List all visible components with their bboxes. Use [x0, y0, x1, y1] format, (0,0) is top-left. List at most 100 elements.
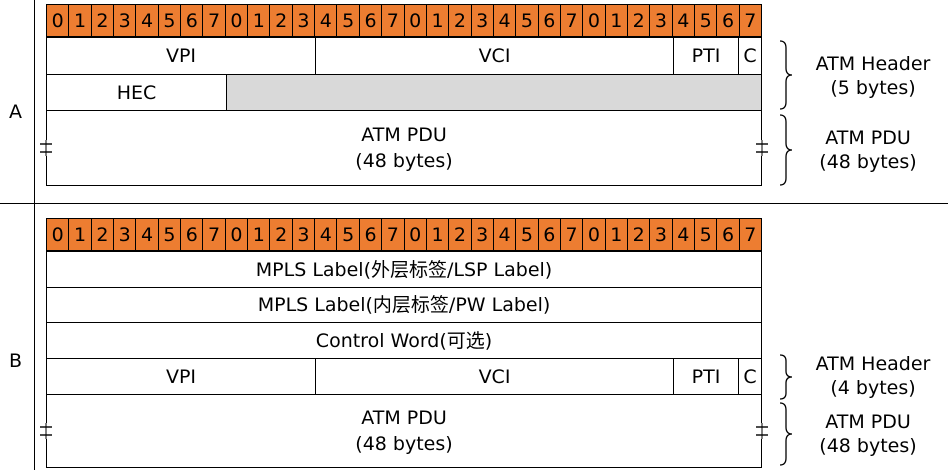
bit-cell: 3	[471, 219, 494, 250]
atm-pdu-label-b: ATM PDU (48 bytes)	[819, 411, 917, 457]
break-marker-a-left	[40, 140, 52, 156]
bit-cell: 5	[158, 5, 182, 36]
bit-cell: 0	[404, 5, 427, 36]
bit-cell: 0	[225, 219, 249, 250]
bit-cell: 5	[158, 219, 182, 250]
bit-cell: 2	[270, 5, 293, 36]
pti-field: PTI	[673, 358, 739, 395]
header-brace-b	[779, 354, 793, 400]
hec-unused-area	[226, 74, 762, 111]
left-vertical-divider	[34, 0, 35, 470]
bit-cell: 6	[717, 5, 740, 36]
bit-cell: 4	[315, 219, 338, 250]
bit-cell: 4	[672, 219, 695, 250]
atm-pdu-a: ATM PDU (48 bytes)	[46, 110, 762, 186]
bit-cell: 1	[426, 219, 450, 250]
break-marker-a-right	[756, 140, 768, 156]
vci-field: VCI	[315, 37, 674, 75]
bit-cell: 6	[181, 219, 204, 250]
bit-cell: 5	[516, 5, 539, 36]
bit-cell: 3	[650, 219, 673, 250]
bit-cell: 6	[538, 219, 561, 250]
bit-cell: 1	[605, 219, 628, 250]
bit-cell: 7	[560, 219, 584, 250]
bit-cell: 1	[248, 5, 271, 36]
bit-cell: 0	[47, 219, 70, 250]
bit-cell: 1	[605, 5, 628, 36]
bit-cell: 2	[449, 5, 472, 36]
bit-cell: 7	[739, 219, 761, 250]
break-marker-b-left	[40, 423, 52, 439]
bit-cell: 7	[560, 5, 584, 36]
break-marker-icon	[40, 140, 52, 156]
bit-cell: 2	[270, 219, 293, 250]
bit-cell: 0	[583, 5, 606, 36]
bit-cell: 3	[471, 5, 494, 36]
bit-cell: 7	[382, 5, 405, 36]
atm-pdu-label-a: ATM PDU (48 bytes)	[819, 127, 917, 173]
pdu-brace-b	[779, 402, 793, 466]
bit-cell: 0	[583, 219, 606, 250]
control-word-field: Control Word(可选)	[46, 322, 762, 359]
bit-cell: 6	[181, 5, 204, 36]
bit-cell: 6	[359, 5, 383, 36]
bit-cell: 3	[650, 5, 673, 36]
clp-field: C	[738, 37, 762, 75]
bit-cell: 4	[493, 219, 517, 250]
break-marker-icon	[40, 423, 52, 439]
bit-cell: 0	[404, 219, 427, 250]
bit-cell: 0	[225, 5, 249, 36]
bit-cell: 4	[672, 5, 695, 36]
bit-cell: 2	[449, 219, 472, 250]
break-marker-b-right	[756, 423, 768, 439]
bit-cell: 7	[203, 5, 226, 36]
vpi-field: VPI	[46, 358, 316, 395]
mpls-inner-label-field: MPLS Label(内层标签/PW Label)	[46, 287, 762, 323]
vci-field: VCI	[315, 358, 674, 395]
atm-pdu-b: ATM PDU (48 bytes)	[46, 394, 762, 468]
bit-cell: 5	[694, 5, 718, 36]
vpi-field: VPI	[46, 37, 316, 75]
hec-field: HEC	[46, 74, 227, 111]
bit-cell: 3	[114, 219, 137, 250]
clp-field: C	[738, 358, 762, 395]
break-marker-icon	[756, 423, 768, 439]
break-marker-icon	[756, 140, 768, 156]
header-brace-a	[779, 40, 793, 110]
bit-cell: 7	[203, 219, 226, 250]
bit-cell: 5	[337, 5, 360, 36]
bit-cell: 5	[694, 219, 718, 250]
bit-cell: 2	[91, 219, 115, 250]
bit-cell: 3	[292, 5, 316, 36]
bit-cell: 1	[69, 5, 92, 36]
section-b-letter: B	[9, 350, 23, 372]
section-divider	[0, 203, 948, 204]
bit-cell: 2	[91, 5, 115, 36]
atm-header-label-b: ATM Header (4 bytes)	[815, 353, 931, 399]
bit-cell: 6	[359, 219, 383, 250]
bit-cell: 3	[114, 5, 137, 36]
pti-field: PTI	[673, 37, 739, 75]
bit-cell: 6	[538, 5, 561, 36]
mpls-outer-label-field: MPLS Label(外层标签/LSP Label)	[46, 251, 762, 288]
atm-header-label-a: ATM Header (5 bytes)	[815, 53, 931, 99]
pdu-brace-a	[779, 114, 793, 186]
bit-cell: 2	[627, 5, 651, 36]
bit-cell: 6	[717, 219, 740, 250]
bit-cell: 1	[248, 219, 271, 250]
bit-cell: 1	[426, 5, 450, 36]
section-a-letter: A	[9, 101, 22, 123]
bit-cell: 4	[315, 5, 338, 36]
bit-cell: 4	[136, 219, 159, 250]
bit-cell: 1	[69, 219, 92, 250]
bit-cell: 2	[627, 219, 651, 250]
bit-cell: 5	[337, 219, 360, 250]
bit-cell: 5	[516, 219, 539, 250]
bit-cell: 7	[739, 5, 761, 36]
bit-cell: 3	[292, 219, 316, 250]
bit-cell: 7	[382, 219, 405, 250]
bit-cell: 4	[493, 5, 517, 36]
bit-cell: 0	[47, 5, 70, 36]
